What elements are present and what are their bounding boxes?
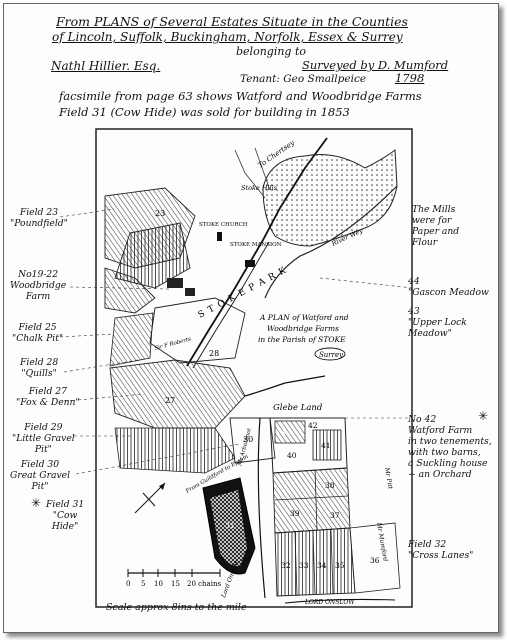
field-number-38: 38 [325,481,335,490]
field-number-33: 33 [299,561,309,570]
surveyed-by: Surveyed by D. Mumford [302,58,449,72]
field31-note: Field 31 (Cow Hide) was sold for buildin… [59,105,350,119]
field-number-31: 31 [225,521,235,530]
river-line [264,185,398,299]
label-field-27: Field 27"Fox & Denn" [16,386,80,408]
tenant: Tenant: Geo Smallpeice [240,73,367,85]
asterisk-watford-icon: ✳ [478,409,489,423]
title-line-3: belonging to [236,45,307,58]
field-31-grid [210,490,247,567]
plan-title-line-2: Woodbridge Farms [267,324,339,333]
scale-tick-5: 5 [141,580,145,588]
field-number-42: 42 [308,421,318,430]
scale-tick-20: 20 chains [187,580,221,588]
field-43 [274,420,306,444]
mansion-icon [245,260,255,267]
facsimile-note: facsimile from page 63 shows Watford and… [59,89,422,103]
scale-caption: Scale approx 8ins to the mile [106,602,247,613]
document-page: From PLANS of Several Estates Situate in… [3,3,499,633]
scale-tick-10: 10 [154,580,163,588]
glebe-road [244,375,326,397]
glebe-land-label: Glebe Land [273,403,323,413]
plan-title-line-3: in the Parish of STOKE [258,335,346,344]
stoke-church-label: STOKE CHURCH [199,222,248,228]
field-number-36: 36 [370,556,380,565]
label-gascon-meadow: 44"Gascon Meadow [408,276,489,298]
compass-line [134,482,166,514]
field-29-area [114,427,236,474]
field-21-area [104,267,156,314]
field-number-41: 41 [321,441,331,450]
stoke-mansion-label: STOKE MANSION [230,242,282,248]
field-41 [312,429,342,461]
label-field-32: Field 32"Cross Lanes" [408,539,474,561]
woodbridge-barn [185,288,195,296]
label-field-28: Field 28"Quills" [20,357,59,379]
survey-year: 1798 [395,71,425,85]
guildford-road [257,417,266,599]
field-number-35: 35 [335,561,345,570]
leader-lines [59,208,240,475]
field-number-28: 28 [209,349,219,358]
estate-map: 0 5 10 15 20 chains To Chertsey Stoke Hi… [95,128,413,608]
compass-arrow-icon [159,483,165,490]
field-number-30: 30 [243,435,253,444]
mr-pitt-label: Mr Pitt [383,466,394,490]
field-number-43: 43 [282,427,292,436]
plan-title-line-1: A PLAN of Watford and [259,313,349,322]
title-line-2: of Lincoln, Suffolk, Buckingham, Norfolk… [52,30,403,44]
field-number-34: 34 [317,561,327,570]
stream-lines [234,147,271,199]
main-road [186,137,328,367]
lord-onslow-label: LORD ONSLOW [304,599,355,606]
asterisk-field-31-icon: ✳ [31,496,42,510]
label-field-23: Field 23"Poundfield" [10,207,68,229]
owner-name: Nathl Hillier. Esq. [51,59,161,73]
scale-tick-15: 15 [171,580,180,588]
stoke-hills-label: Stoke Hills [241,184,278,192]
field-27-area [109,359,246,429]
surrey-oval [314,347,346,361]
field-number-32: 32 [281,561,291,570]
woodbridge-buildings [167,278,183,288]
label-field-25: Field 25"Chalk Pit" [12,322,64,344]
title-line-1: From PLANS of Several Estates Situate in… [56,14,408,29]
field-number-23: 23 [155,209,165,218]
field-number-39: 39 [290,509,300,518]
church-icon [217,232,222,241]
map-frame [95,128,413,608]
field-25-area [109,312,154,367]
lower-road [284,598,396,604]
field-number-27: 27 [165,396,175,405]
scale-tick-0: 0 [126,580,130,588]
surrey-label: Surrey [319,351,344,359]
field-number-40: 40 [287,451,297,460]
field-number-37: 37 [330,511,340,520]
field-30-area [229,417,276,464]
field-36-area [349,522,401,594]
stoke-hills-wood [262,149,398,247]
